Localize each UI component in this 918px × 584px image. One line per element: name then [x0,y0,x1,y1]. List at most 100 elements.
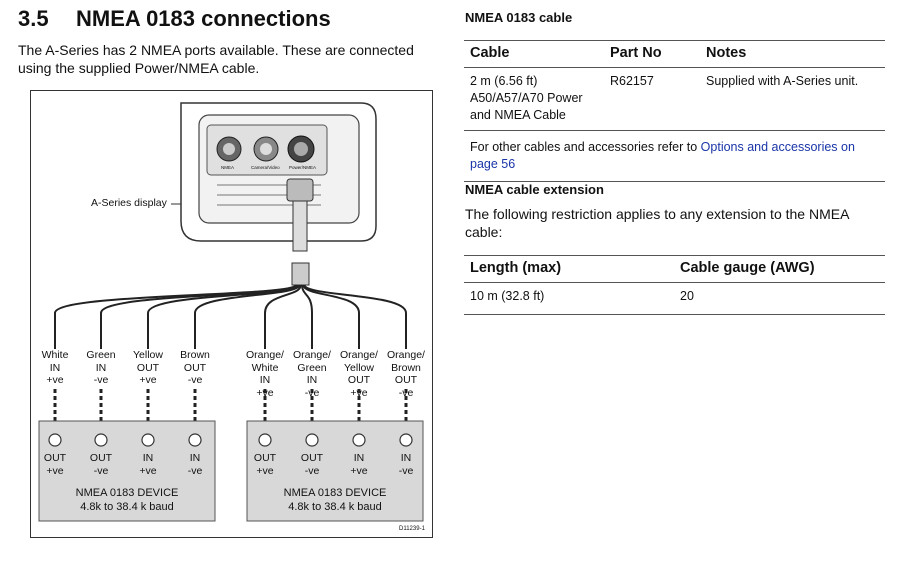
terminal-label-dir: IN [400,452,412,464]
nmea-device-2-box [246,420,424,522]
terminal-7 [352,433,366,447]
port-label-nmea: NMEA [221,165,235,170]
terminal-label-5: OUT+ve [245,452,285,477]
terminal-label-dir: OUT [300,452,324,464]
wire-label-pol: -ve [93,374,109,386]
wire-label-pol: +ve [139,374,157,386]
terminal-label-7: IN+ve [339,452,379,477]
cell-notes: Supplied with A-Series unit. [706,74,859,88]
col-cable: Cable [464,40,604,68]
terminal-3 [141,433,155,447]
terminal-label-2: OUT-ve [81,452,121,477]
wire-7 [302,284,360,349]
port-label-power: Power/NMEA [289,165,317,170]
terminal-label-dir: IN [142,452,154,464]
terminal-label-3: IN+ve [128,452,168,477]
wiring-diagram-drawing [38,102,424,522]
terminal-2 [94,433,108,447]
wire-label-dir: OUT [394,374,418,386]
extension-section-title: NMEA cable extension [465,182,604,197]
col-length: Length (max) [464,255,674,283]
wire-3 [147,284,300,349]
wire-label-dir: OUT [183,361,207,374]
port-label-video: Camera/Video [251,165,280,170]
col-part-no: Part No [604,40,700,68]
nmea-device-1-box [38,420,216,522]
terminal-8 [399,433,413,447]
wire-group [53,284,408,433]
wire-label-pol: -ve [304,386,320,399]
terminal-5 [258,433,272,447]
terminal-label-8: IN-ve [386,452,426,477]
extension-text: The following restriction applies to any… [465,206,849,240]
terminal-6 [305,433,319,447]
intro-paragraph: The A-Series has 2 NMEA ports available.… [18,42,414,76]
terminal-label-pol: -ve [93,464,109,477]
wire-label-dir: IN [49,361,61,374]
wire-label-color: White [41,349,69,361]
terminal-label-pol: -ve [187,464,203,477]
wire-label-pol: +ve [350,386,368,399]
wire-label-pol: +ve [256,386,274,399]
wire-label-color: Orange/ Yellow [340,349,378,374]
wire-label-dir: OUT [347,374,371,386]
terminal-label-pol: +ve [139,464,157,477]
figure-id: D11239-1 [399,526,425,532]
terminal-label-6: OUT-ve [292,452,332,477]
terminal-group [48,433,413,447]
accessories-link[interactable]: Options and accessories on page 56 [470,140,855,171]
wire-label-color: Yellow [133,349,163,361]
wire-label-dir: OUT [136,361,160,374]
wire-label-color: Green [86,349,116,361]
wire-label-color: Orange/ White [246,349,284,374]
terminal-label-dir: OUT [89,452,113,464]
cell-gauge: 20 [674,282,885,315]
extension-table: Length (max) Cable gauge (AWG) 10 m (32.… [464,255,885,315]
terminal-label-pol: +ve [46,464,64,477]
col-gauge: Cable gauge (AWG) [674,255,885,283]
wire-label-pol: -ve [398,386,414,399]
footnote-text: For other cables and accessories refer t… [470,140,701,154]
wire-5 [264,284,302,349]
table-row: 2 m (6.56 ft) A50/A57/A70 Power and NMEA… [464,68,885,131]
wire-label-pol: +ve [46,374,64,386]
wire-label-dir: IN [95,361,107,374]
terminal-label-pol: +ve [350,464,368,477]
device-2-name: NMEA 0183 DEVICE [283,487,387,499]
wire-label-pol: -ve [187,374,203,386]
table-footnote-row: For other cables and accessories refer t… [464,130,885,182]
terminal-1 [48,433,62,447]
cell-length: 10 m (32.8 ft) [464,282,674,315]
terminal-label-dir: OUT [43,452,67,464]
section-number: 3.5 [18,6,49,31]
terminal-label-1: OUT+ve [35,452,75,477]
wire-4 [194,284,301,349]
terminal-label-dir: IN [353,452,365,464]
device-1-name: NMEA 0183 DEVICE [75,487,179,499]
terminal-label-pol: +ve [256,464,274,477]
wire-label-color: Brown [180,349,210,361]
wire-label-dir: IN [259,374,271,386]
cell-part-no: R62157 [610,74,654,88]
device-1-baud: 4.8k to 38.4 k baud [80,501,174,513]
cable-section-title: NMEA 0183 cable [465,10,573,25]
wire-label-color: Orange/ Green [293,349,331,374]
wire-8 [303,284,407,349]
wire-label-color: Orange/ Brown [387,349,425,374]
wiring-diagram: A-Series display NMEA Camera/Video Power… [30,90,433,538]
page-title: NMEA 0183 connections [76,6,331,31]
terminal-label-4: IN-ve [175,452,215,477]
terminal-label-dir: OUT [253,452,277,464]
wire-6 [300,284,313,349]
col-notes: Notes [700,40,885,68]
cable-plug [286,178,314,202]
terminal-label-pol: -ve [398,464,414,477]
